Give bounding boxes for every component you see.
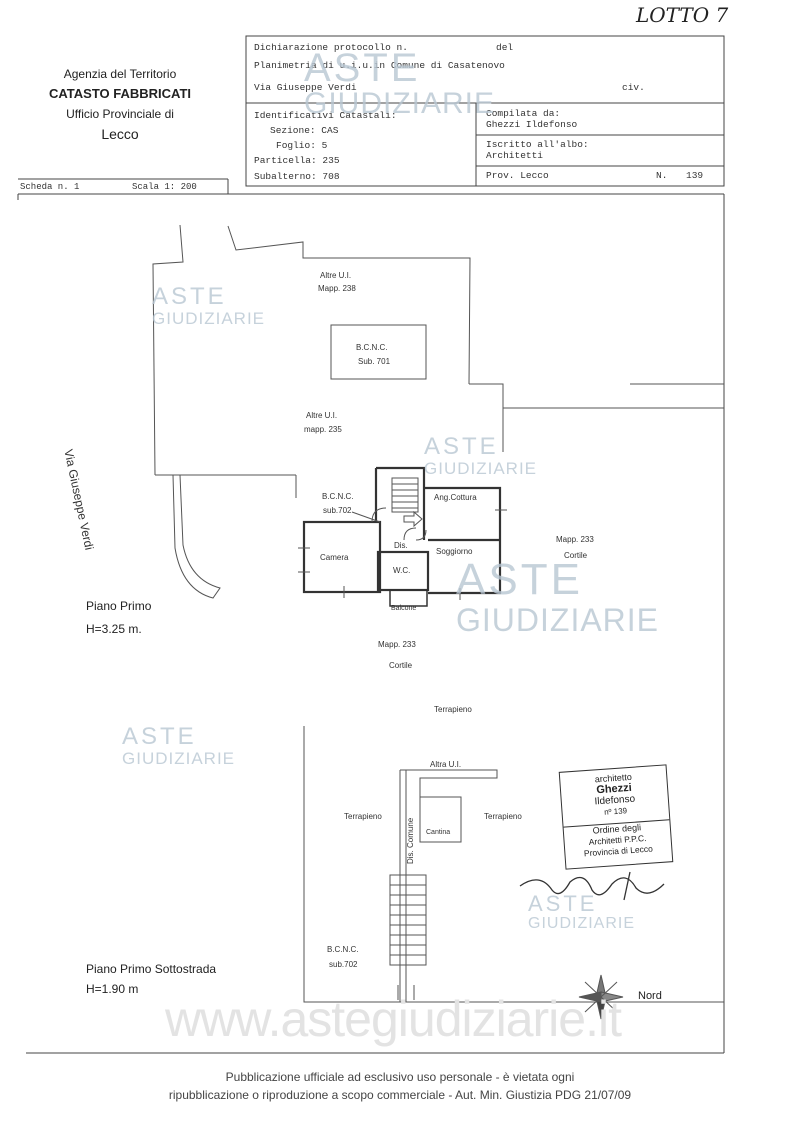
room-camera: Camera — [320, 553, 349, 562]
dichiarazione-label: Dichiarazione protocollo n. — [254, 42, 408, 53]
terrapieno-left: Terrapieno — [344, 812, 382, 821]
room-ang-cottura: Ang.Cottura — [434, 493, 477, 502]
cortile-bottom: Cortile — [389, 661, 413, 670]
dis-comune: Dis. Comune — [406, 817, 415, 864]
footer-line-1: Pubblicazione ufficiale ad esclusivo uso… — [225, 1070, 575, 1084]
subalterno-value: Subalterno: 708 — [254, 171, 340, 182]
bcnc-lower-label: B.C.N.C. — [327, 945, 359, 954]
floor-name-upper: Piano Primo — [86, 599, 152, 613]
terrapieno-top: Terrapieno — [434, 705, 472, 714]
altre-ui-top: Altre U.I. — [320, 271, 352, 280]
compilata-label: Compilata da: — [486, 108, 561, 119]
mapp-235: mapp. 235 — [304, 425, 342, 434]
lot-mark: LOTTO 7 — [636, 3, 729, 27]
room-cantina: Cantina — [426, 829, 451, 836]
iscritto-label: Iscritto all'albo: — [486, 139, 589, 150]
catasto-title: CATASTO FABBRICATI — [48, 86, 192, 101]
foglio-value: Foglio: 5 — [276, 140, 328, 151]
nord-label: Nord — [638, 990, 662, 1002]
civ-label: civ. — [622, 82, 645, 93]
sub-702: sub.702 — [323, 506, 352, 515]
prov-label: Prov. Lecco — [486, 170, 549, 181]
identificativi-label: Identificativi Catastali: — [254, 110, 397, 121]
altra-ui: Altra U.I. — [430, 760, 462, 769]
del-label: del — [496, 42, 514, 53]
sub-701: Sub. 701 — [358, 357, 391, 366]
architect-stamp: architetto Ghezzi Ildefonso nº 139 Ordin… — [558, 764, 674, 870]
particella-value: Particella: 235 — [254, 155, 340, 166]
ufficio-label: Ufficio Provinciale di — [66, 107, 174, 121]
floor-height-lower: H=1.90 m — [86, 982, 139, 996]
footer-line-2: ripubblicazione o riproduzione a scopo c… — [168, 1088, 632, 1102]
scheda-label: Scheda n. 1 — [20, 182, 80, 192]
room-dis: Dis. — [394, 541, 408, 550]
iscritto-albo: Architetti — [486, 150, 544, 161]
bcnc-702-label: B.C.N.C. — [322, 492, 354, 501]
room-wc: W.C. — [393, 566, 411, 575]
agency-block: Agenzia del Territorio CATASTO FABBRICAT… — [40, 64, 200, 144]
bcnc-701-label: B.C.N.C. — [356, 343, 388, 352]
agency-name: Agenzia del Territorio — [63, 67, 177, 81]
room-balcone: Balcone — [391, 605, 417, 612]
floor-height-upper: H=3.25 m. — [86, 622, 142, 636]
planimetria-label: Planimetria di u.i.u.in Comune di Casate… — [254, 60, 505, 71]
terrapieno-right: Terrapieno — [484, 812, 522, 821]
scala-label: Scala 1: 200 — [132, 182, 197, 192]
via-label: Via Giuseppe Verdi — [254, 82, 357, 93]
floor-name-lower: Piano Primo Sottostrada — [86, 962, 217, 976]
ufficio-city: Lecco — [101, 126, 139, 142]
sezione-value: Sezione: CAS — [270, 125, 339, 136]
mapp-233-right: Mapp. 233 — [556, 535, 594, 544]
sub-702-lower: sub.702 — [329, 960, 358, 969]
altre-ui-mid: Altre U.I. — [306, 411, 338, 420]
compilata-name: Ghezzi Ildefonso — [486, 119, 578, 130]
n-value: 139 — [686, 170, 704, 181]
cortile-right: Cortile — [564, 551, 588, 560]
mapp-233-bottom: Mapp. 233 — [378, 640, 416, 649]
watermark-url: www.astegiudiziarie.it — [165, 991, 622, 1047]
mapp-238: Mapp. 238 — [318, 284, 356, 293]
n-label: N. — [656, 170, 668, 181]
room-soggiorno: Soggiorno — [436, 547, 473, 556]
